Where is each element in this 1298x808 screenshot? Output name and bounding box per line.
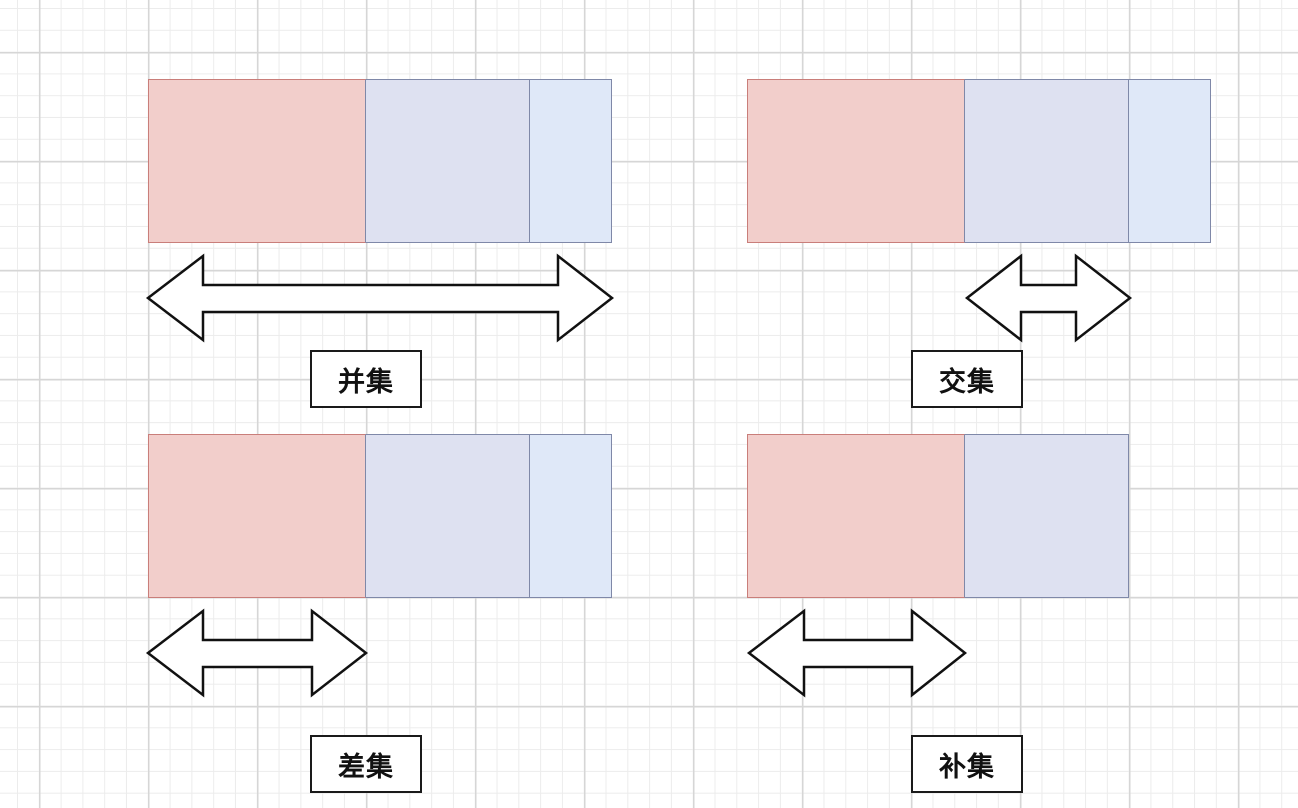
set-b-extra-segment [530, 434, 612, 598]
difference-label: 差集 [310, 735, 422, 793]
intersection-set-bar [747, 79, 1211, 243]
difference-set-bar [148, 434, 612, 598]
set-b-overlap-segment [366, 434, 530, 598]
union-label: 并集 [310, 350, 422, 408]
set-b-overlap-segment [366, 79, 530, 243]
set-a-segment [148, 434, 366, 598]
set-b-extra-segment [1129, 79, 1211, 243]
set-b-extra-segment [530, 79, 612, 243]
intersection-label: 交集 [911, 350, 1023, 408]
set-a-segment [148, 79, 366, 243]
complement-set-bar [747, 434, 1129, 598]
set-a-segment [747, 434, 965, 598]
set-b-overlap-segment [965, 79, 1129, 243]
complement-label: 补集 [911, 735, 1023, 793]
set-a-segment [747, 79, 965, 243]
set-b-segment [965, 434, 1129, 598]
union-set-bar [148, 79, 612, 243]
